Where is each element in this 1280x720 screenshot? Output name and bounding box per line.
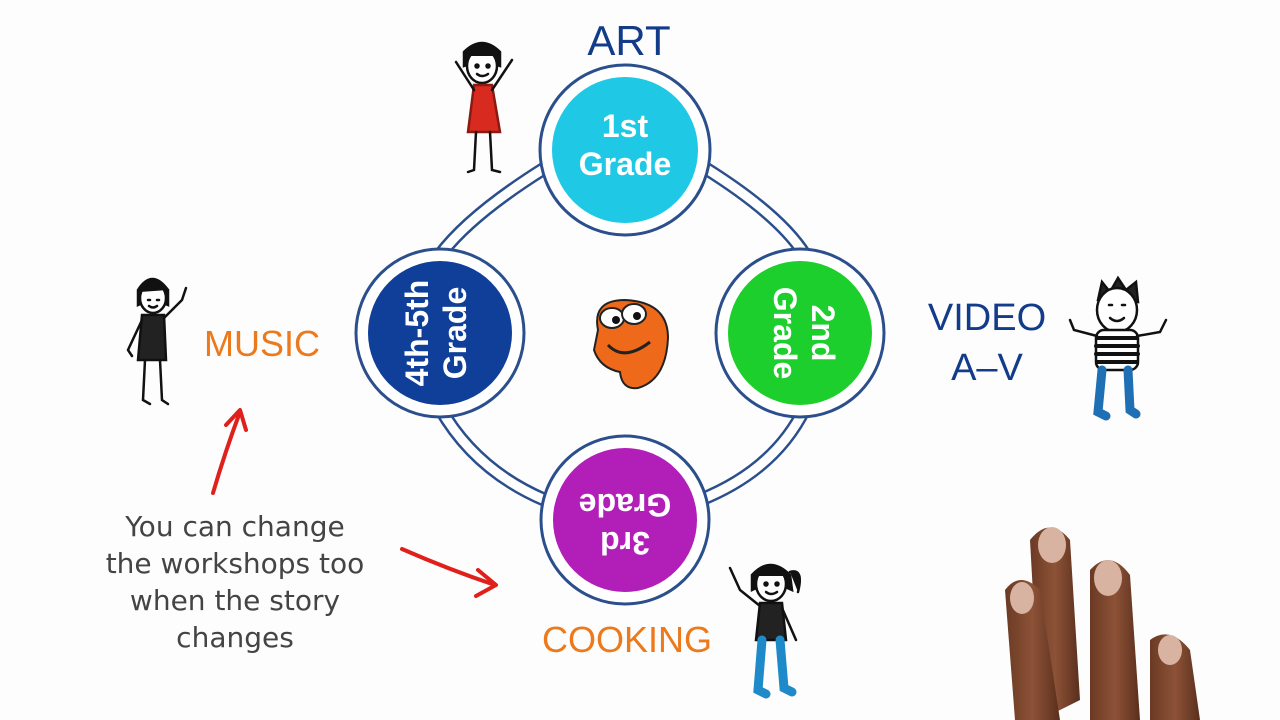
arrow-to-cooking-icon	[400, 547, 498, 598]
grade-4th-5th-line2: Grade	[437, 287, 473, 379]
caption-line-1: You can change	[125, 510, 345, 543]
orange-mascot-icon	[592, 298, 670, 390]
grade-1st-line2: Grade	[579, 146, 671, 182]
grade-circle-1st: 1st Grade	[538, 63, 712, 237]
grade-3rd-fill	[553, 448, 697, 592]
caption-text: You can change the workshops too when th…	[70, 508, 400, 656]
grade-circle-4th-5th: 4th-5th Grade	[354, 247, 526, 419]
workshop-music-label: MUSIC	[204, 323, 320, 364]
workshop-art-label: ART	[587, 17, 670, 64]
grade-1st-line1: 1st	[602, 108, 649, 144]
girl-ponytail-figure-icon	[728, 563, 801, 699]
workshop-cooking-label: COOKING	[542, 619, 712, 660]
grade-1st-fill	[552, 77, 698, 223]
grade-circle-2nd: 2nd Grade	[714, 247, 886, 419]
girl-red-dress-figure-icon	[454, 41, 514, 174]
grade-4th-5th-line1: 4th-5th	[399, 280, 435, 387]
boy-striped-shirt-figure-icon	[1068, 275, 1168, 421]
grade-2nd-fill	[728, 261, 872, 405]
arrow-to-music-icon	[211, 408, 248, 495]
caption-line-3: when the story	[129, 584, 341, 617]
pointing-hand-icon	[1005, 527, 1200, 720]
grade-4th-5th-fill	[368, 261, 512, 405]
grade-2nd-line2: Grade	[767, 287, 803, 379]
caption-line-4: changes	[176, 621, 294, 654]
caption-line-2: the workshops too	[105, 547, 365, 580]
woman-suit-figure-icon	[126, 277, 188, 406]
grade-3rd-line2: Grade	[579, 487, 671, 523]
grade-2nd-line1: 2nd	[805, 305, 841, 362]
workshop-video-label: VIDEO	[928, 297, 1046, 339]
rotation-ring	[433, 162, 812, 507]
workshop-av-label: A–V	[951, 347, 1023, 389]
grade-3rd-line1: 3rd	[600, 525, 650, 561]
grade-circle-3rd: 3rd Grade	[539, 434, 711, 606]
